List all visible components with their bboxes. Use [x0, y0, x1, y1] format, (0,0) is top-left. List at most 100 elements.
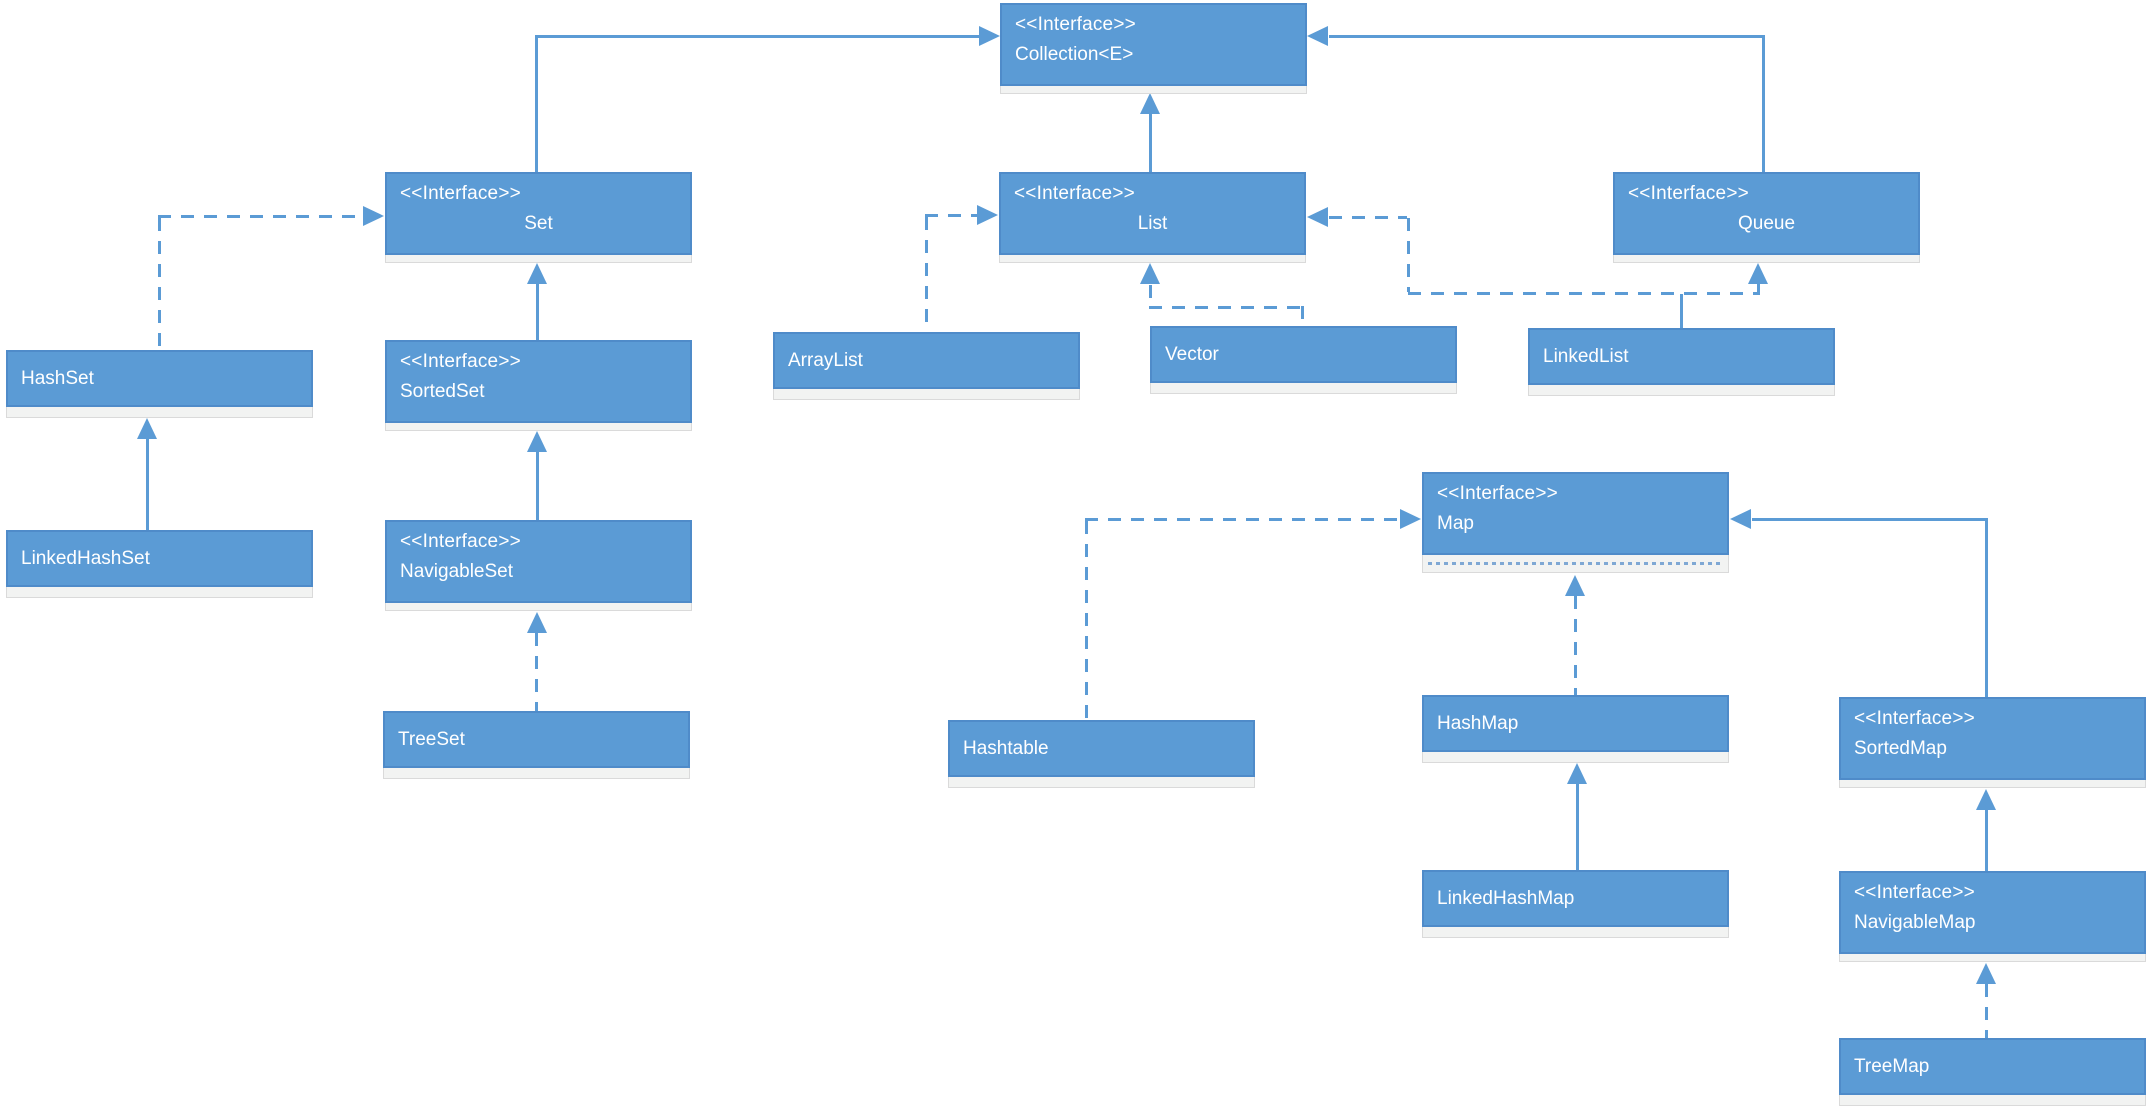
edge-arraylist-list-segment: [925, 214, 977, 217]
edge-arraylist-list-arrowhead: [977, 205, 998, 225]
edge-linkedhashmap-hashmap-arrowhead: [1567, 763, 1587, 784]
edge-hashtable-map-segment: [1085, 521, 1088, 720]
node-vector-compartment: [1150, 383, 1457, 394]
edge-arraylist-list-segment: [925, 217, 928, 332]
node-queue-compartment: [1613, 255, 1920, 263]
node-sortedmap-compartment: [1839, 780, 2146, 788]
node-linkedhashset-label: LinkedHashSet: [21, 548, 150, 569]
node-navigablemap[interactable]: <<Interface>> NavigableMap: [1839, 871, 2146, 954]
edge-set-collection-segment: [535, 36, 538, 172]
edge-sortedmap-map-segment: [1985, 518, 1988, 697]
node-sortedset-compartment: [385, 423, 692, 431]
node-navigableset-compartment: [385, 603, 692, 611]
edge-queue-collection-segment: [1329, 35, 1765, 38]
node-linkedlist[interactable]: LinkedList: [1528, 328, 1835, 385]
edge-linkedlist-list-segment: [1407, 218, 1410, 292]
edge-sortedmap-map-arrowhead: [1730, 509, 1751, 529]
node-linkedhashset-compartment: [6, 587, 313, 598]
node-treeset-label: TreeSet: [398, 729, 465, 750]
node-collection-compartment: [1000, 86, 1307, 94]
edge-linkedhashmap-hashmap-segment: [1576, 783, 1579, 870]
edge-linkedlist-list-segment: [1329, 216, 1407, 219]
edge-sortedset-set-arrowhead: [527, 263, 547, 284]
node-treeset[interactable]: TreeSet: [383, 711, 690, 768]
node-set-label: Set: [524, 213, 553, 234]
node-hashset-label: HashSet: [21, 368, 94, 389]
node-map-stereotype: <<Interface>>: [1437, 483, 1558, 504]
node-list-stereotype: <<Interface>>: [1014, 183, 1135, 204]
edge-queue-collection-arrowhead: [1307, 26, 1328, 46]
node-list[interactable]: <<Interface>> List: [999, 172, 1306, 255]
node-map[interactable]: <<Interface>> Map: [1422, 472, 1729, 555]
edge-hashmap-map-segment: [1574, 596, 1577, 695]
edge-treeset-navigableset-arrowhead: [527, 612, 547, 633]
node-hashmap-label: HashMap: [1437, 713, 1519, 734]
node-navigablemap-label: NavigableMap: [1854, 912, 1976, 933]
node-collection-stereotype: <<Interface>>: [1015, 14, 1136, 35]
edge-linkedlist-queue-segment: [1757, 283, 1760, 292]
node-collection[interactable]: <<Interface>> Collection<E>: [1000, 3, 1307, 86]
edge-linkedlist-list-arrowhead: [1307, 207, 1328, 227]
node-navigableset-stereotype: <<Interface>>: [400, 531, 521, 552]
edge-treeset-navigableset-segment: [535, 633, 538, 711]
edge-linkedlist-trunk-segment: [1680, 294, 1683, 328]
map-compartment-dotted-line: [1428, 562, 1723, 565]
node-set-stereotype: <<Interface>>: [400, 183, 521, 204]
edge-treemap-navigablemap-segment: [1985, 984, 1988, 1038]
node-treemap-label: TreeMap: [1854, 1056, 1930, 1077]
edge-navigableset-sortedset-segment: [536, 450, 539, 520]
node-vector[interactable]: Vector: [1150, 326, 1457, 383]
node-hashmap-compartment: [1422, 752, 1729, 763]
node-navigableset[interactable]: <<Interface>> NavigableSet: [385, 520, 692, 603]
node-hashmap[interactable]: HashMap: [1422, 695, 1729, 752]
node-linkedlist-compartment: [1528, 385, 1835, 396]
edge-list-collection-arrowhead: [1140, 93, 1160, 114]
edge-sortedset-set-segment: [536, 283, 539, 340]
edge-set-collection-segment: [535, 35, 980, 38]
edge-list-collection-segment: [1149, 112, 1152, 172]
edge-linkedhashset-hashset-arrowhead: [137, 418, 157, 439]
node-treeset-compartment: [383, 768, 690, 779]
node-linkedhashmap-compartment: [1422, 927, 1729, 938]
node-queue-stereotype: <<Interface>>: [1628, 183, 1749, 204]
node-linkedhashset[interactable]: LinkedHashSet: [6, 530, 313, 587]
node-set[interactable]: <<Interface>> Set: [385, 172, 692, 255]
node-hashtable-label: Hashtable: [963, 738, 1049, 759]
node-treemap[interactable]: TreeMap: [1839, 1038, 2146, 1095]
edge-vector-list-segment: [1149, 285, 1152, 307]
node-hashtable-compartment: [948, 777, 1255, 788]
node-set-compartment: [385, 255, 692, 263]
edge-vector-list-arrowhead: [1140, 263, 1160, 284]
node-hashtable[interactable]: Hashtable: [948, 720, 1255, 777]
edge-linkedlist-queue-arrowhead: [1748, 263, 1768, 284]
node-queue[interactable]: <<Interface>> Queue: [1613, 172, 1920, 255]
node-linkedhashmap[interactable]: LinkedHashMap: [1422, 870, 1729, 927]
node-arraylist-compartment: [773, 389, 1080, 400]
edge-hashset-set-arrowhead: [363, 206, 384, 226]
node-list-label: List: [1137, 213, 1168, 234]
edge-hashset-set-segment: [158, 215, 363, 218]
node-sortedset[interactable]: <<Interface>> SortedSet: [385, 340, 692, 423]
node-map-label: Map: [1437, 513, 1474, 534]
node-queue-label: Queue: [1737, 213, 1796, 234]
node-list-compartment: [999, 255, 1306, 263]
edge-queue-collection-segment: [1762, 36, 1765, 172]
node-navigablemap-compartment: [1839, 954, 2146, 962]
node-arraylist-label: ArrayList: [788, 350, 863, 371]
node-map-compartment: [1422, 555, 1729, 573]
node-sortedmap-label: SortedMap: [1854, 738, 1947, 759]
edge-navigableset-sortedset-arrowhead: [527, 431, 547, 452]
node-navigableset-label: NavigableSet: [400, 561, 514, 582]
edge-navigablemap-sortedmap-segment: [1985, 809, 1988, 871]
edge-navigablemap-sortedmap-arrowhead: [1976, 789, 1996, 810]
node-sortedmap[interactable]: <<Interface>> SortedMap: [1839, 697, 2146, 780]
edge-hashmap-map-arrowhead: [1565, 575, 1585, 596]
node-vector-label: Vector: [1165, 344, 1219, 365]
edge-hashtable-map-arrowhead: [1400, 509, 1421, 529]
node-treemap-compartment: [1839, 1095, 2146, 1106]
node-linkedlist-label: LinkedList: [1543, 346, 1629, 367]
node-hashset[interactable]: HashSet: [6, 350, 313, 407]
node-arraylist[interactable]: ArrayList: [773, 332, 1080, 389]
edge-set-collection-arrowhead: [979, 26, 1000, 46]
